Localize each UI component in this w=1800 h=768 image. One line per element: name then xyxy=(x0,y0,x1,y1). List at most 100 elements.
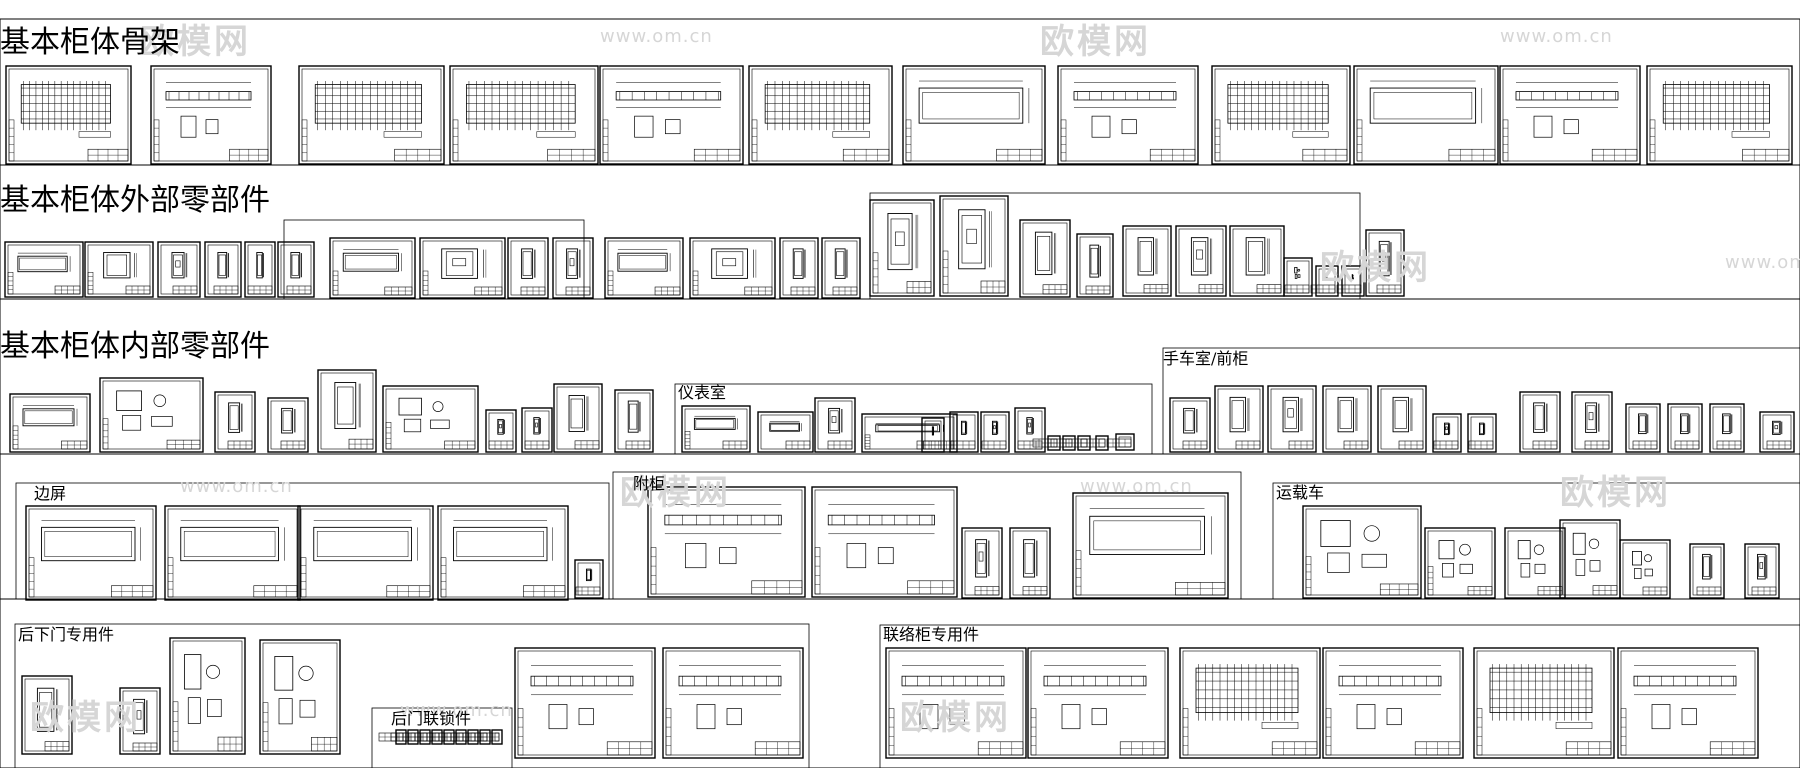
drawing-sheet xyxy=(4,241,84,298)
drawing-sheet xyxy=(5,65,132,165)
drawing-sheet xyxy=(814,397,856,453)
drawing-sheet xyxy=(647,486,806,598)
watermark-url: www.om.cn xyxy=(400,700,513,721)
group-title-rear-door-interlock: 后门联锁件 xyxy=(391,709,472,728)
drawing-sheet xyxy=(214,391,256,453)
drawing-sheet xyxy=(902,65,1046,165)
group-frame xyxy=(14,623,810,768)
watermark-url: www.om.cn xyxy=(600,26,713,47)
drawing-sheet xyxy=(169,637,246,755)
group-frame xyxy=(1272,482,1800,600)
watermark-logo: 欧模网 xyxy=(1560,473,1671,513)
group-frame xyxy=(612,471,1242,600)
drawing-sheet xyxy=(267,397,309,453)
drawing-sheet xyxy=(574,559,604,599)
drawing-sheet xyxy=(779,237,819,299)
drawing-sheet xyxy=(1322,385,1372,453)
drawing-sheet xyxy=(1106,433,1135,451)
watermark-logo: 欧模网 xyxy=(1320,248,1431,288)
group-frame xyxy=(869,192,1361,300)
section-bands xyxy=(0,18,1800,768)
drawing-sheet xyxy=(297,505,434,601)
drawing-sheet xyxy=(757,411,814,453)
drawing-sheet xyxy=(1744,543,1780,599)
section-title-frame: 基本柜体骨架 xyxy=(0,25,180,60)
drawing-sheet xyxy=(614,389,654,453)
drawing-sheet xyxy=(1467,413,1497,453)
drawing-sheet xyxy=(1009,527,1051,599)
drawing-sheet xyxy=(1353,65,1499,165)
drawing-sheet xyxy=(298,65,445,165)
drawing-sheet xyxy=(21,675,73,755)
watermark-logo: 欧模网 xyxy=(900,698,1011,738)
drawing-sheet xyxy=(949,411,979,453)
drawing-sheet xyxy=(552,237,594,299)
drawing-sheet xyxy=(1076,233,1114,298)
drawing-sheet xyxy=(514,647,656,759)
group-title-transport-cart: 运载车 xyxy=(1276,483,1325,502)
drawing-sheet xyxy=(474,729,503,745)
drawing-sheet xyxy=(1504,527,1566,599)
drawing-sheet xyxy=(1571,391,1613,453)
watermark-url: www.om.cn xyxy=(180,476,293,497)
drawing-sheet xyxy=(1473,647,1615,759)
group-title-rear-cabinet: 附柜 xyxy=(633,474,666,493)
group-frame xyxy=(674,383,1153,455)
drawing-sheet xyxy=(1214,385,1264,453)
drawing-sheet xyxy=(1014,407,1046,453)
drawing-sheet xyxy=(437,505,569,601)
drawing-sheet xyxy=(99,377,204,453)
drawing-sheet xyxy=(485,409,517,453)
section-title-internal: 基本柜体内部零部件 xyxy=(0,329,270,364)
watermark-logo: 欧模网 xyxy=(140,22,251,62)
drawing-sheet xyxy=(553,383,603,453)
drawing-sheet xyxy=(1432,413,1462,453)
drawing-sheet xyxy=(662,647,804,759)
drawing-sheet xyxy=(1377,385,1427,453)
drawing-sheet xyxy=(1302,505,1422,599)
watermark-logo: 欧模网 xyxy=(620,473,731,513)
drawing-sheet xyxy=(885,647,1027,759)
drawing-sheet xyxy=(980,411,1010,453)
drawing-sheet xyxy=(382,385,479,453)
drawing-sheet xyxy=(1229,225,1285,297)
drawing-sheet xyxy=(1759,411,1795,453)
drawing-sheet xyxy=(961,527,1003,599)
drawing-sheet xyxy=(1709,403,1745,453)
drawing-sheet xyxy=(1267,385,1317,453)
section-title-external: 基本柜体外部零部件 xyxy=(0,183,270,218)
drawing-sheet xyxy=(277,241,315,298)
drawing-sheet xyxy=(1424,527,1496,599)
drawing-sheet xyxy=(259,639,341,755)
drawing-sheet xyxy=(329,237,416,299)
group-frame xyxy=(879,624,1800,768)
drawing-sheet xyxy=(1559,519,1621,599)
drawing-sheet xyxy=(25,505,157,601)
drawing-sheet xyxy=(317,369,377,453)
drawing-sheet xyxy=(419,237,506,299)
watermark-url: www.om.cn xyxy=(1080,476,1193,497)
drawing-sheet xyxy=(164,505,301,601)
drawing-sheet xyxy=(1019,219,1071,298)
drawing-sheet xyxy=(1519,391,1561,453)
watermark-logo: 欧模网 xyxy=(30,698,141,738)
watermark-logo: 欧模网 xyxy=(1040,22,1151,62)
drawing-sheet xyxy=(1646,65,1793,165)
drawing-sheets xyxy=(4,65,1795,759)
drawing-sheet xyxy=(748,65,893,165)
drawing-sheet xyxy=(507,237,549,299)
drawing-sheet xyxy=(689,237,776,299)
drawing-sheet xyxy=(861,413,958,453)
group-frame xyxy=(371,707,513,768)
drawing-sheet xyxy=(119,687,161,755)
drawing-sheet xyxy=(157,241,201,298)
drawing-sheet xyxy=(811,486,958,598)
drawing-sheet xyxy=(1625,403,1661,453)
drawing-sheet xyxy=(449,65,599,165)
drawing-sheet xyxy=(521,407,553,453)
drawing-sheet xyxy=(84,241,154,298)
group-title-tie-cabinet: 联络柜专用件 xyxy=(883,625,980,644)
drawing-sheet xyxy=(599,65,744,165)
drawing-sheet xyxy=(9,393,91,453)
drawing-sheet xyxy=(1179,647,1321,759)
